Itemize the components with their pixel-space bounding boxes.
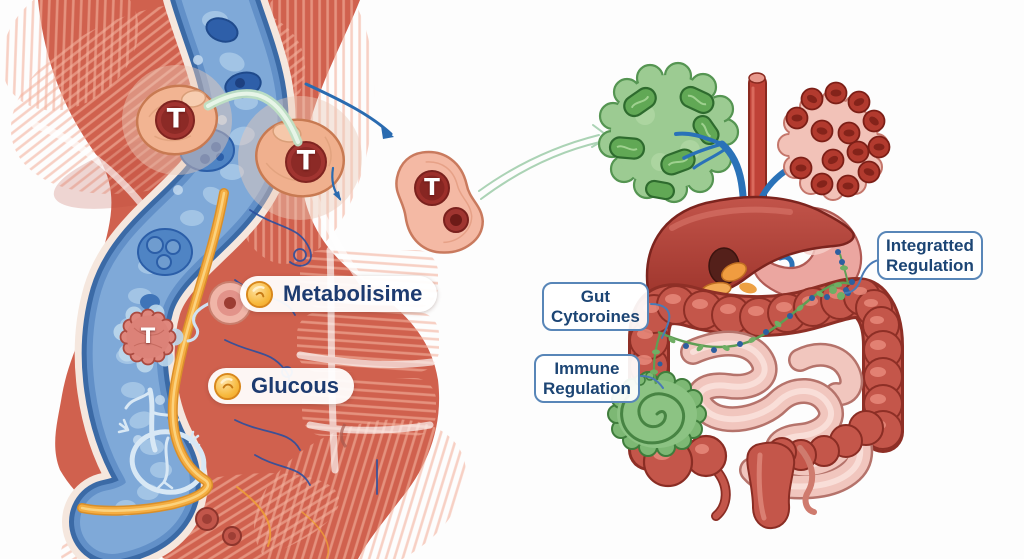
gut-cytokines-line1: Gut [580, 287, 611, 306]
microbiota-vine [650, 249, 855, 385]
immune-regulation-line2: Regulation [543, 378, 631, 398]
t-cell-in-vessel [113, 304, 184, 373]
large-intestine [628, 277, 904, 471]
bacteria-beans [608, 85, 720, 201]
t-cell-marker-4: T [140, 324, 156, 349]
nerve-orange [77, 188, 329, 559]
flow-arrow-icon [304, 82, 394, 201]
immune-regulation-line1: Immune [554, 359, 620, 378]
microbe-cluster-green [597, 61, 740, 204]
nerve-tree [117, 387, 207, 495]
glucose-label: Glucous [208, 368, 355, 404]
t-cell-pair [122, 65, 362, 220]
metabolism-label-text: Metabolisime [283, 281, 423, 306]
metabolism-coin-icon [245, 280, 274, 308]
integrated-regulation-line1: Integratted [886, 236, 974, 255]
integrated-regulation-line2: Regulation [886, 255, 974, 275]
t-cell-marker-3: T [424, 174, 440, 201]
navel-mark [339, 423, 348, 448]
glucose-coin-icon [213, 372, 242, 400]
red-cell-cluster [777, 81, 891, 201]
immune-regulation-callout: Immune Regulation [534, 354, 640, 404]
signal-ribbon [203, 89, 303, 147]
small-intestine [680, 330, 874, 500]
migration-arrow-icon [478, 124, 610, 200]
metabolism-label: Metabolisime [240, 276, 438, 312]
gut-cytokines-callout: Gut Cytoroines [542, 282, 649, 332]
gut-cytokines-line2: Cytoroines [551, 306, 640, 326]
sigmoid-rectum [746, 410, 884, 530]
t-cell-marker-2: T [296, 145, 316, 177]
liver [645, 195, 855, 301]
integrated-regulation-callout: Integratted Regulation [877, 231, 983, 281]
red-blood-cells [785, 81, 891, 198]
migrating-t-cell [395, 150, 484, 254]
glucose-label-text: Glucous [251, 373, 340, 398]
callout-connectors [640, 259, 880, 389]
t-cell-marker-1: T [166, 103, 186, 135]
